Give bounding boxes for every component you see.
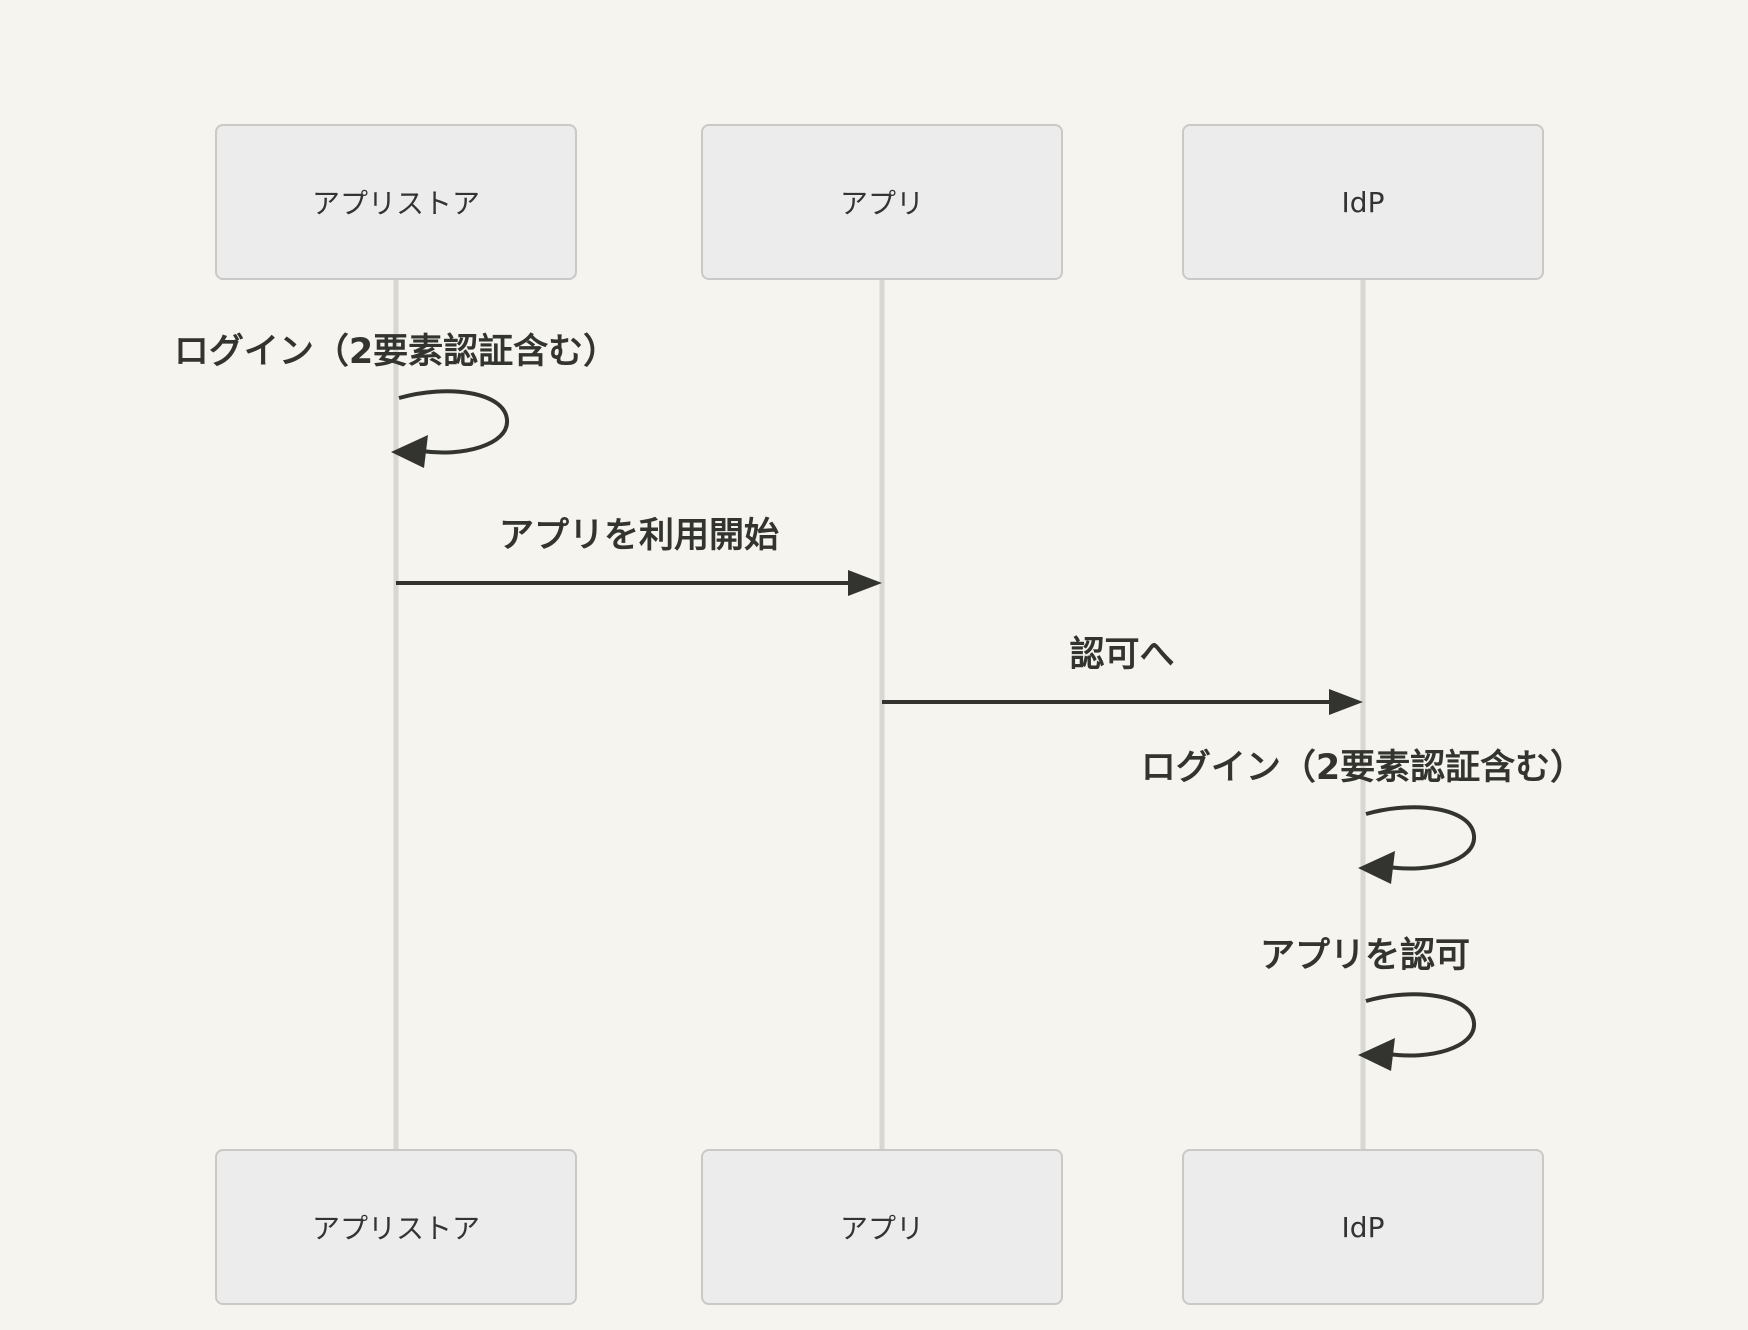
self-loop-appstore-login	[398, 389, 509, 455]
actor-box-app-top: アプリ	[701, 124, 1063, 280]
actor-box-idp-top: IdP	[1182, 124, 1544, 280]
message-label-login-idp: ログイン（2要素認証含む）	[1140, 748, 1586, 788]
message-label-authorize-app: アプリを認可	[1259, 936, 1471, 976]
actor-box-app-bottom: アプリ	[701, 1149, 1063, 1305]
actor-label-idp-bottom: IdP	[1341, 1210, 1385, 1244]
message-label-to-authorization: 認可へ	[1069, 635, 1175, 675]
arrow-start-using-app-arrowhead-icon	[848, 570, 882, 596]
self-loop-idp-login	[1365, 805, 1476, 871]
actor-box-appstore-bottom: アプリストア	[215, 1149, 577, 1305]
actor-label-appstore-top: アプリストア	[311, 187, 480, 220]
actor-label-app-top: アプリ	[839, 187, 924, 220]
actor-label-app-bottom: アプリ	[839, 1212, 924, 1245]
actor-label-appstore-bottom: アプリストア	[311, 1212, 480, 1245]
actor-box-idp-bottom: IdP	[1182, 1149, 1544, 1305]
message-label-login-appstore: ログイン（2要素認証含む）	[173, 332, 619, 372]
message-label-start-using-app: アプリを利用開始	[498, 516, 780, 556]
actor-box-appstore-top: アプリストア	[215, 124, 577, 280]
arrow-to-authorization-arrowhead-icon	[1329, 689, 1363, 715]
self-loop-appstore-login-arrowhead-icon	[391, 435, 428, 468]
self-loop-idp-authorize-arrowhead-icon	[1358, 1038, 1395, 1071]
actor-label-idp-top: IdP	[1341, 185, 1385, 219]
self-loop-idp-authorize	[1365, 992, 1476, 1058]
self-loop-idp-login-arrowhead-icon	[1358, 851, 1395, 884]
